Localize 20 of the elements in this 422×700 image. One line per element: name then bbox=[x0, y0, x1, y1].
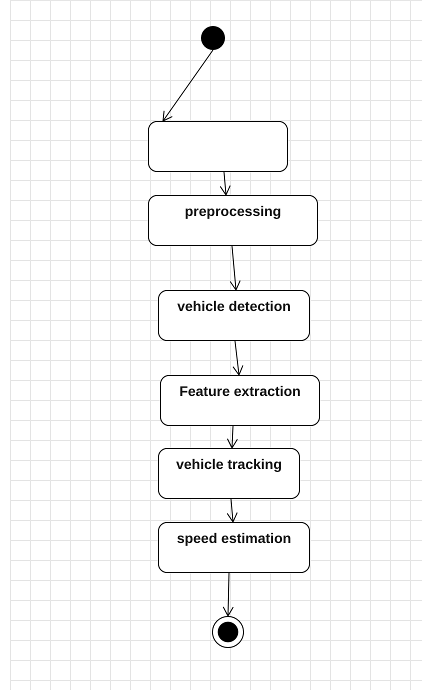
activity-label: vehicle detection bbox=[176, 298, 292, 314]
activity-label: vehicle tracking bbox=[175, 456, 283, 472]
arrow bbox=[230, 246, 241, 290]
activity-box bbox=[158, 448, 300, 499]
arrow bbox=[232, 340, 244, 376]
arrow bbox=[162, 50, 214, 122]
arrow bbox=[222, 572, 234, 616]
initial-state-circle bbox=[201, 26, 225, 50]
arrow bbox=[226, 426, 238, 448]
activity-box bbox=[160, 375, 320, 426]
final-state-circle bbox=[212, 616, 244, 648]
state-box bbox=[148, 121, 288, 172]
activity-box bbox=[148, 195, 318, 246]
activity-box bbox=[158, 522, 310, 573]
activity-label: Feature extraction bbox=[178, 383, 302, 399]
arrow bbox=[220, 172, 231, 196]
activity-label: speed estimation bbox=[176, 530, 292, 546]
arrow bbox=[226, 498, 238, 522]
activity-box bbox=[158, 290, 310, 341]
activity-label: preprocessing bbox=[184, 203, 282, 219]
